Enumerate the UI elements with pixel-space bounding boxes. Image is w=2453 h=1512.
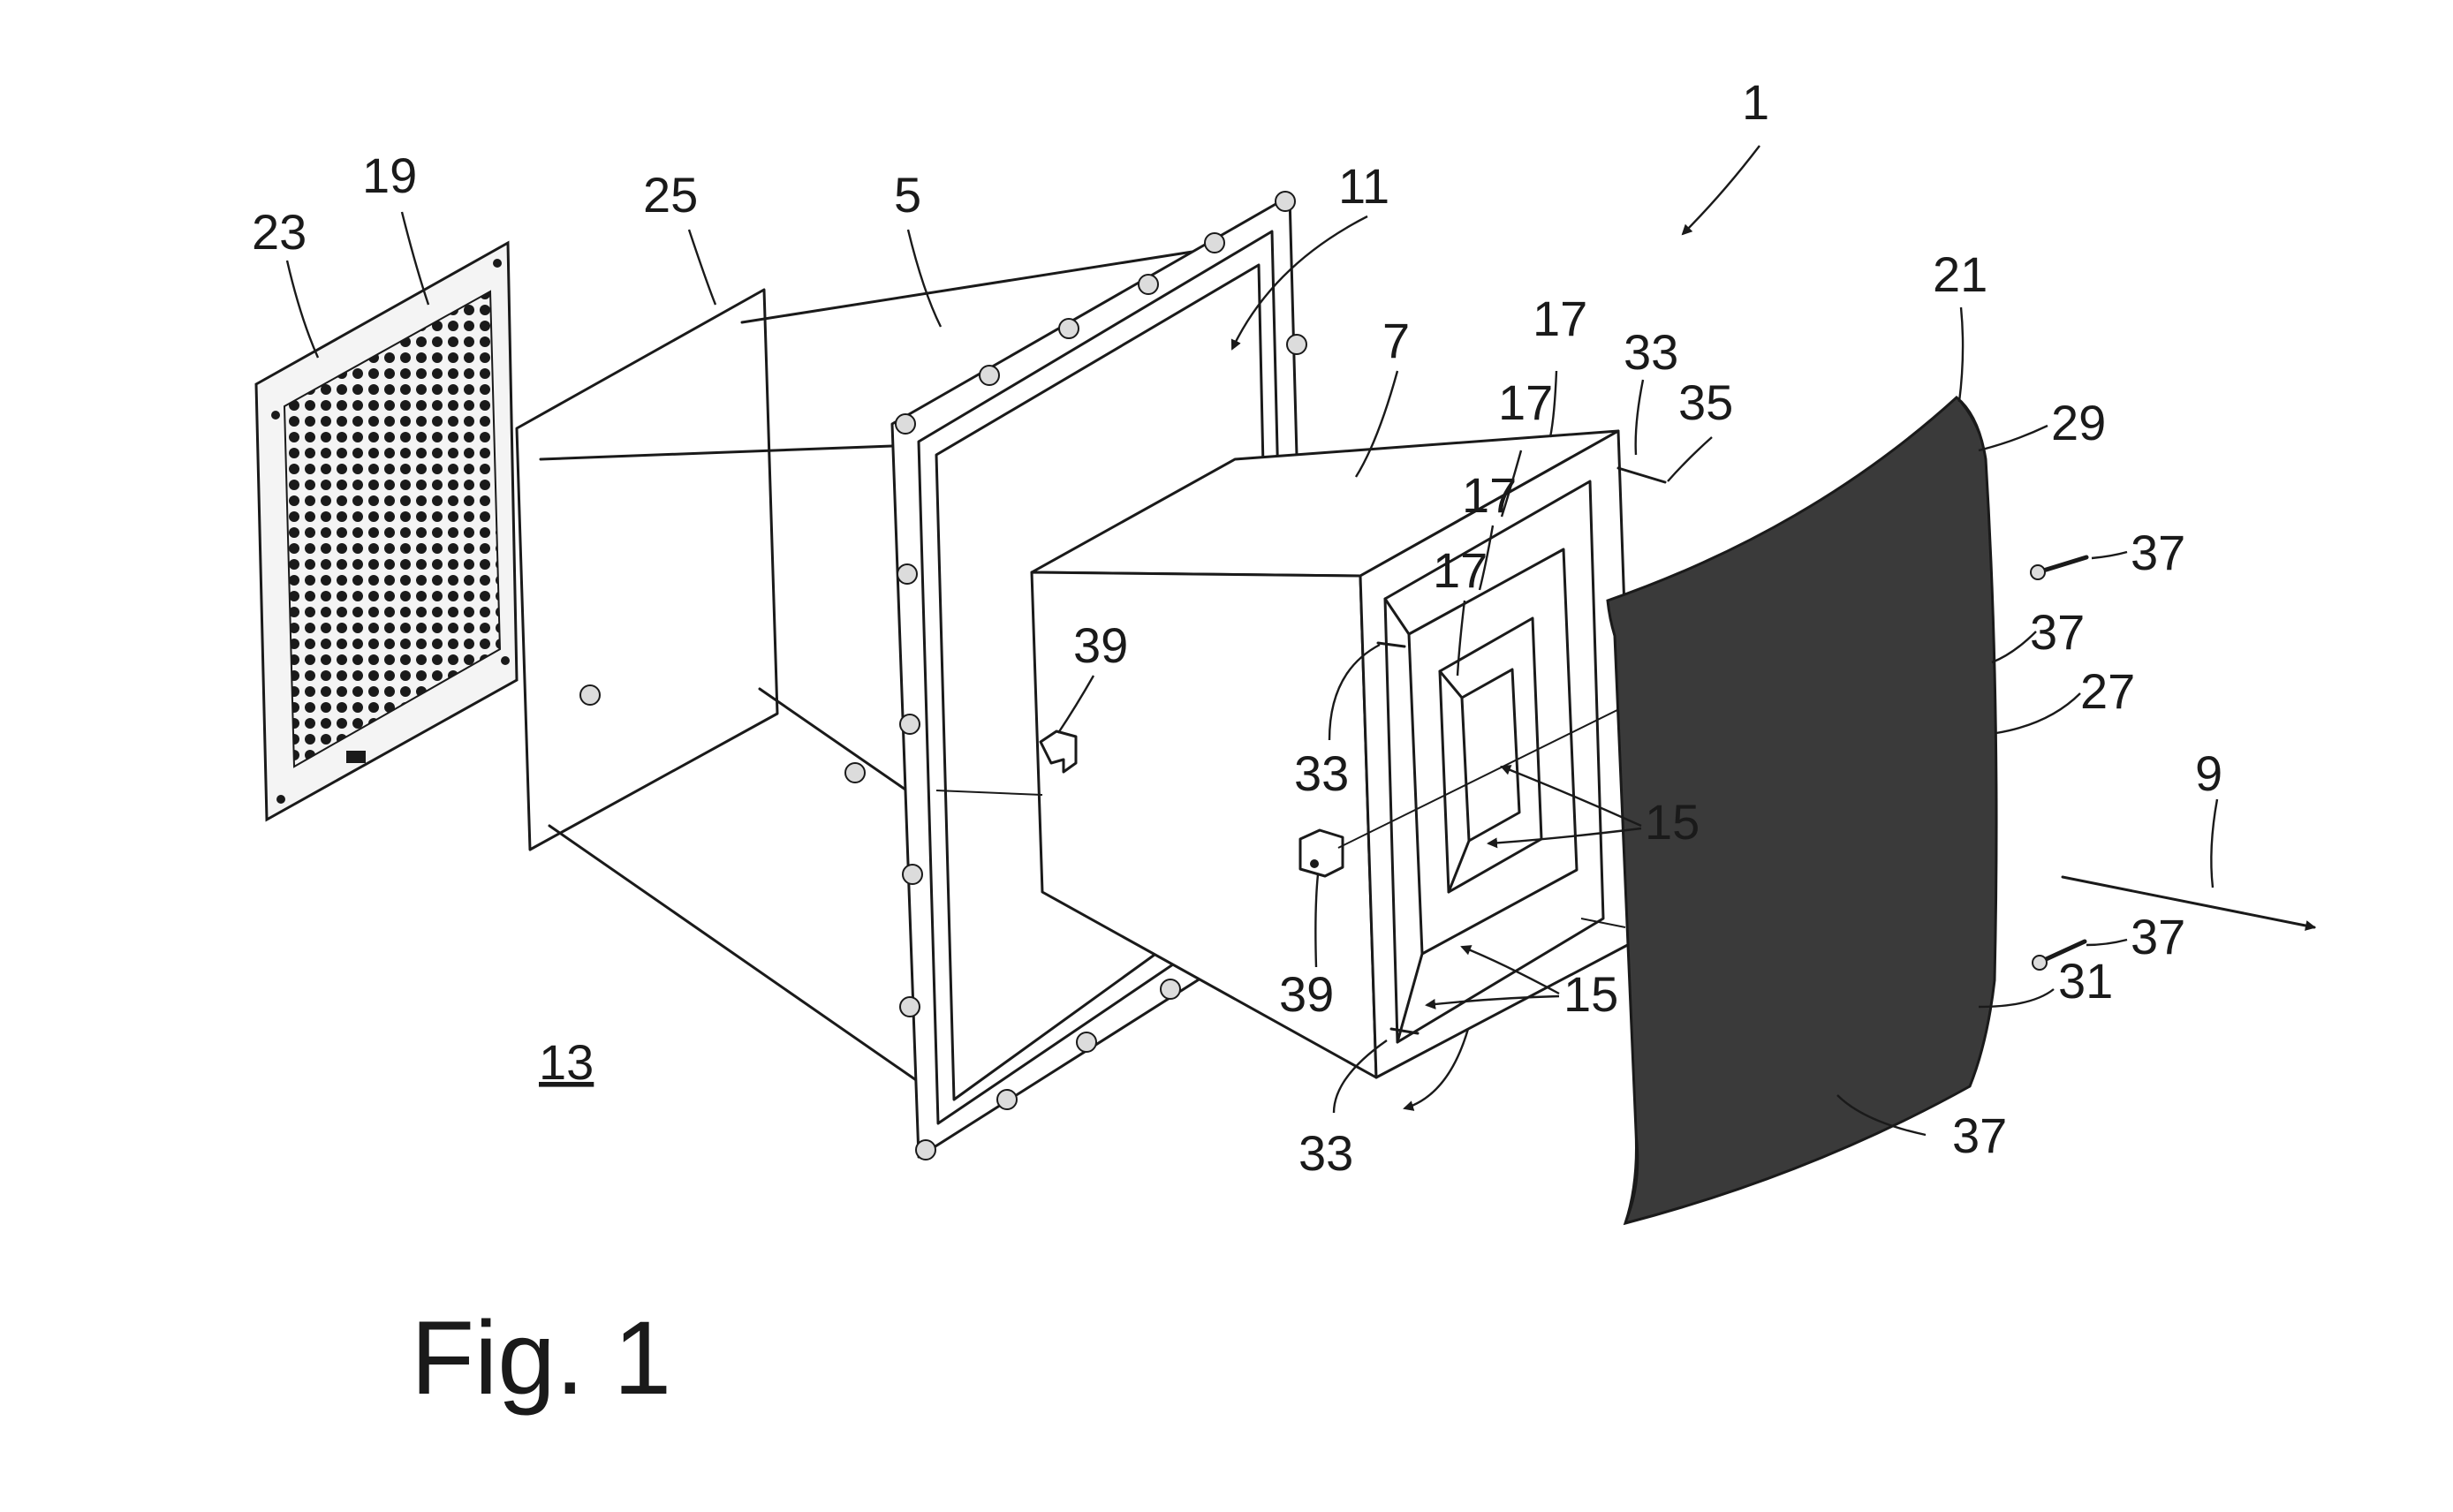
label-9: 9 [2195,745,2222,801]
label-33b: 33 [1294,745,1349,801]
label-37a: 37 [2131,525,2185,580]
label-17a: 17 [1533,291,1587,346]
figure-caption: Fig. 1 [411,1300,671,1417]
label-21: 21 [1933,246,1987,302]
label-1: 1 [1742,74,1769,130]
label-17c: 17 [1462,467,1517,523]
label-11: 11 [1338,158,1389,214]
label-33c: 33 [1298,1125,1353,1181]
label-37b: 37 [2030,604,2085,660]
label-29: 29 [2051,395,2106,450]
label-39b: 39 [1279,966,1334,1022]
label-33a: 33 [1624,324,1678,380]
label-37d: 37 [1952,1108,2007,1163]
label-35: 35 [1678,374,1733,430]
fasteners [2030,555,2089,971]
label-15a: 15 [1645,794,1700,850]
label-37c: 37 [2131,909,2185,964]
label-17b: 17 [1498,374,1553,430]
leader-lines [285,145,2219,1137]
inner-body [935,429,1697,1079]
label-31: 31 [2058,953,2113,1009]
label-7: 7 [1382,313,1410,368]
label-13: 13 [539,1034,594,1090]
label-27: 27 [2080,663,2135,719]
flow-direction-arrow [2061,875,2316,931]
label-15b: 15 [1563,966,1618,1022]
label-17d: 17 [1433,542,1488,598]
label-25: 25 [643,167,698,223]
label-39a: 39 [1073,617,1128,673]
label-23: 23 [252,204,307,260]
label-5: 5 [894,167,921,223]
inlet-grille [254,240,519,822]
outlet-grille [1606,396,1998,1226]
hook-lower [1298,828,1344,878]
reference-labels: 1 11 5 25 19 23 7 17 17 17 17 33 35 21 2… [252,74,2222,1181]
label-19: 19 [362,147,417,203]
